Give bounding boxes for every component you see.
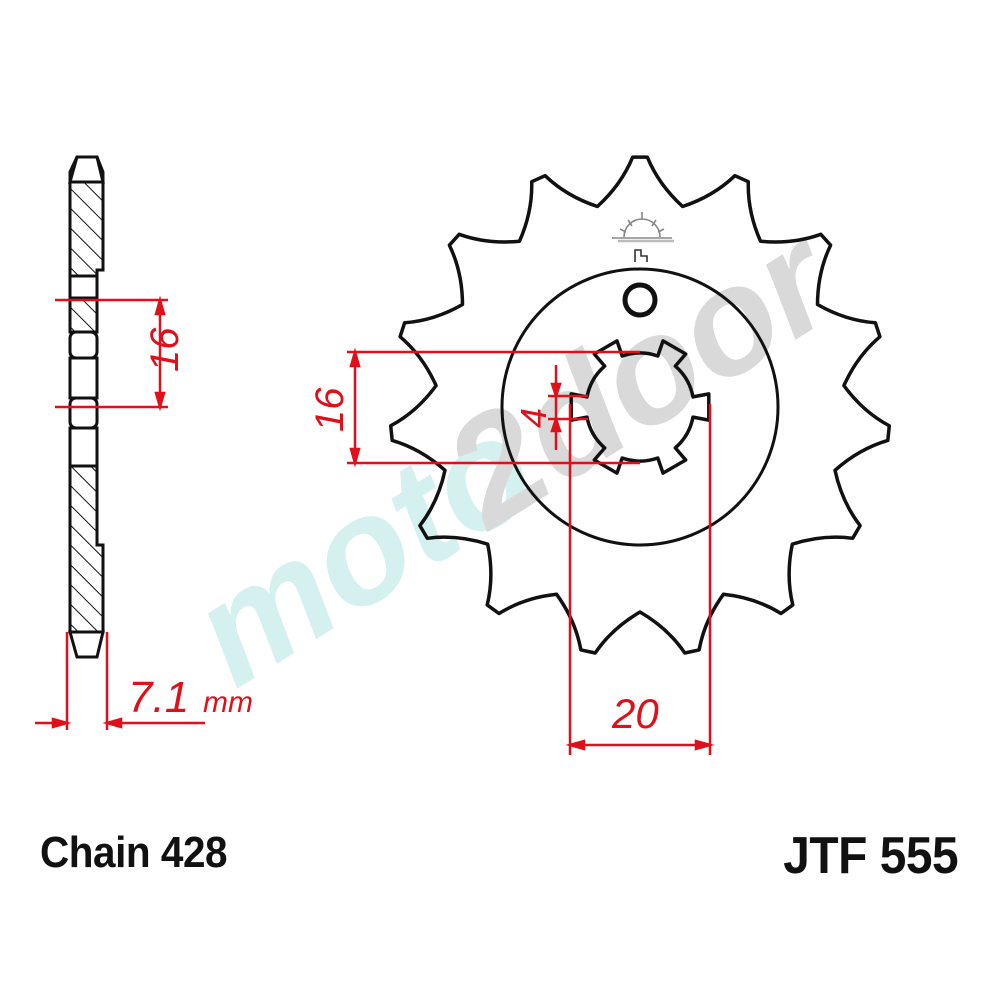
thickness-dimension: [35, 632, 205, 730]
side-hub-hatch-1: [68, 296, 99, 334]
chain-size-label: Chain 428: [40, 828, 228, 877]
watermark-2door: 2door: [415, 191, 866, 560]
side-hub-gap-1: [68, 330, 99, 360]
spline-tooth-width-dimension: [548, 365, 588, 450]
side-tip-bottom: [68, 630, 105, 659]
spline-diameter-dimension: [565, 404, 715, 755]
side-pitch-label: 16: [143, 327, 187, 372]
watermark: moto 2door: [163, 191, 866, 717]
sprocket-outline: [388, 155, 892, 655]
spline-span-label: 16: [308, 387, 352, 432]
side-tip-top: [68, 155, 105, 184]
hub-circle: [500, 267, 780, 547]
thickness-unit: mm: [203, 686, 253, 719]
spline-span-dimension: [347, 347, 640, 468]
sprocket-front-view: 16 4 20: [308, 155, 892, 755]
thickness-value: 7.1: [128, 673, 189, 722]
side-view: 16 7.1 mm: [35, 155, 253, 730]
manufacturer-logo-icon: [612, 212, 674, 262]
side-hub-window-2: [68, 426, 99, 468]
side-hub-window: [68, 356, 99, 400]
side-profile-bottom: [68, 464, 105, 634]
side-hub-gap-2: [68, 396, 99, 430]
side-pitch-dimension: [55, 295, 168, 412]
spline-tooth-width-label: 4: [513, 408, 554, 428]
spline-bore: [569, 339, 711, 475]
spline-diameter-label: 20: [611, 690, 659, 737]
part-number-label: JTF 555: [783, 827, 958, 885]
side-hub-upper: [68, 274, 99, 300]
lock-hole: [622, 282, 658, 318]
